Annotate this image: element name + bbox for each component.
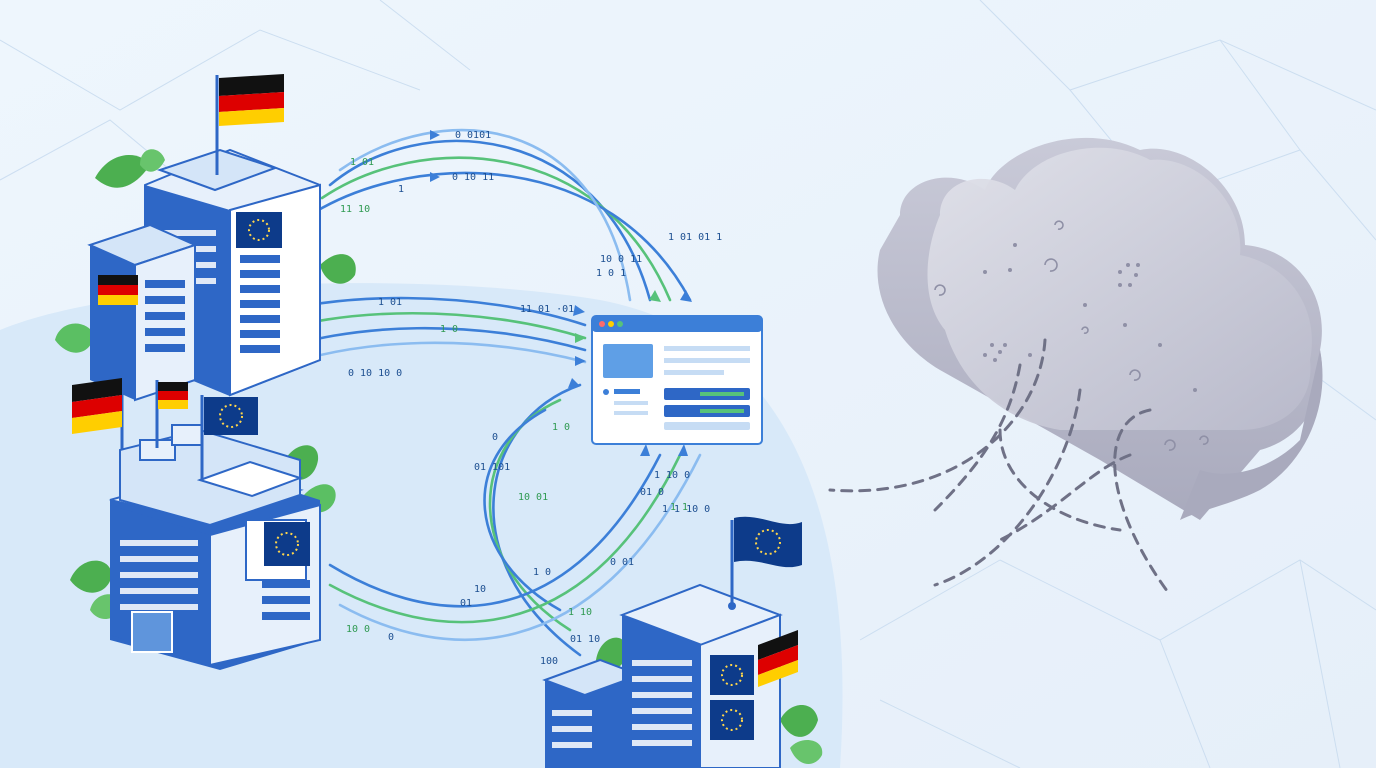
binary-label: 0 10 10 0 <box>348 368 402 379</box>
binary-label: 1 0 <box>552 422 570 433</box>
leaf-icon <box>70 560 112 593</box>
binary-label: 1 0 <box>440 324 458 335</box>
office-building-icon <box>70 370 336 670</box>
binary-label: 10 <box>474 584 486 595</box>
arc-arrowheads <box>430 130 692 456</box>
binary-label: 0 <box>492 432 498 443</box>
binary-label: 100 <box>540 656 558 667</box>
binary-label: 10 01 <box>518 492 548 503</box>
binary-label: 11 01 ·01 <box>520 304 574 315</box>
eu-flag-icon <box>734 516 802 568</box>
germany-flag-icon <box>98 275 138 305</box>
binary-label: 1 0 <box>533 567 551 578</box>
leaf-icon <box>140 149 165 172</box>
binary-label: 01 0 <box>640 487 664 498</box>
germany-flag-icon <box>72 378 122 434</box>
dashed-connections <box>828 338 1172 597</box>
binary-label: 1 01 <box>378 297 402 308</box>
eu-flag-icon <box>710 655 754 695</box>
binary-labels: 0 0101 0 10 11 1 01 11 10 1 1 01 11 01 ·… <box>340 130 722 667</box>
binary-label: 1 01 <box>350 157 374 168</box>
binary-label: 01 <box>460 598 472 609</box>
leaf-icon <box>780 705 818 737</box>
germany-flag-icon <box>758 630 798 687</box>
binary-label: 0 0101 <box>455 130 491 141</box>
binary-label: 1 1 <box>670 502 688 513</box>
office-building-icon <box>542 516 823 768</box>
binary-label: 1 10 <box>568 607 592 618</box>
binary-label: 10 0 <box>346 624 370 635</box>
binary-label: 1 10 0 <box>654 470 690 481</box>
binary-label: 1 0 1 <box>596 268 626 279</box>
binary-label: 0 10 11 <box>452 172 494 183</box>
cloud-icon <box>877 137 1323 520</box>
germany-flag-icon <box>219 74 284 126</box>
binary-label: 1 <box>398 184 404 195</box>
eu-flag-icon <box>264 522 310 566</box>
office-building-icon <box>55 74 356 402</box>
eu-flag-icon <box>204 397 258 435</box>
binary-label: 01 101 <box>474 462 510 473</box>
leaf-icon <box>95 155 150 188</box>
leaf-icon <box>790 739 823 765</box>
binary-label: 11 10 <box>340 204 370 215</box>
leaf-icon <box>320 254 356 284</box>
eu-flag-icon <box>710 700 754 740</box>
binary-label: 0 01 <box>610 557 634 568</box>
binary-label: 0 <box>388 632 394 643</box>
germany-flag-icon <box>158 382 188 409</box>
leaf-icon <box>55 323 95 353</box>
binary-label: 1 1 10 0 <box>662 504 710 515</box>
binary-label: 10 0 11 <box>600 254 642 265</box>
binary-label: 01 10 <box>570 634 600 645</box>
binary-label: 1 01 01 1 <box>668 232 722 243</box>
eu-flag-icon <box>236 212 282 248</box>
dashboard-window-icon <box>591 315 763 445</box>
